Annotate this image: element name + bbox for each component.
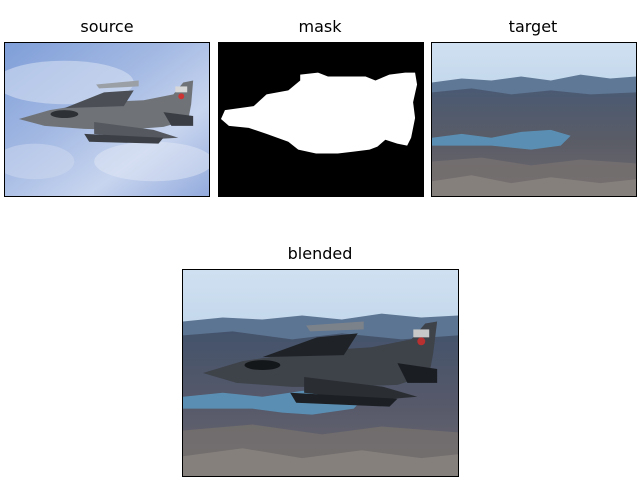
blended-jet-shape	[202, 321, 438, 407]
lake-shape	[432, 129, 571, 150]
source-title: source	[80, 17, 134, 36]
blended-image	[182, 269, 459, 477]
target-image	[431, 42, 637, 197]
mask-image	[218, 42, 424, 197]
target-title: target	[508, 17, 558, 36]
mask-shape	[220, 72, 418, 154]
source-image	[4, 42, 210, 197]
mask-title: mask	[298, 17, 342, 36]
blended-title: blended	[287, 244, 353, 263]
jet-shape	[18, 80, 194, 144]
